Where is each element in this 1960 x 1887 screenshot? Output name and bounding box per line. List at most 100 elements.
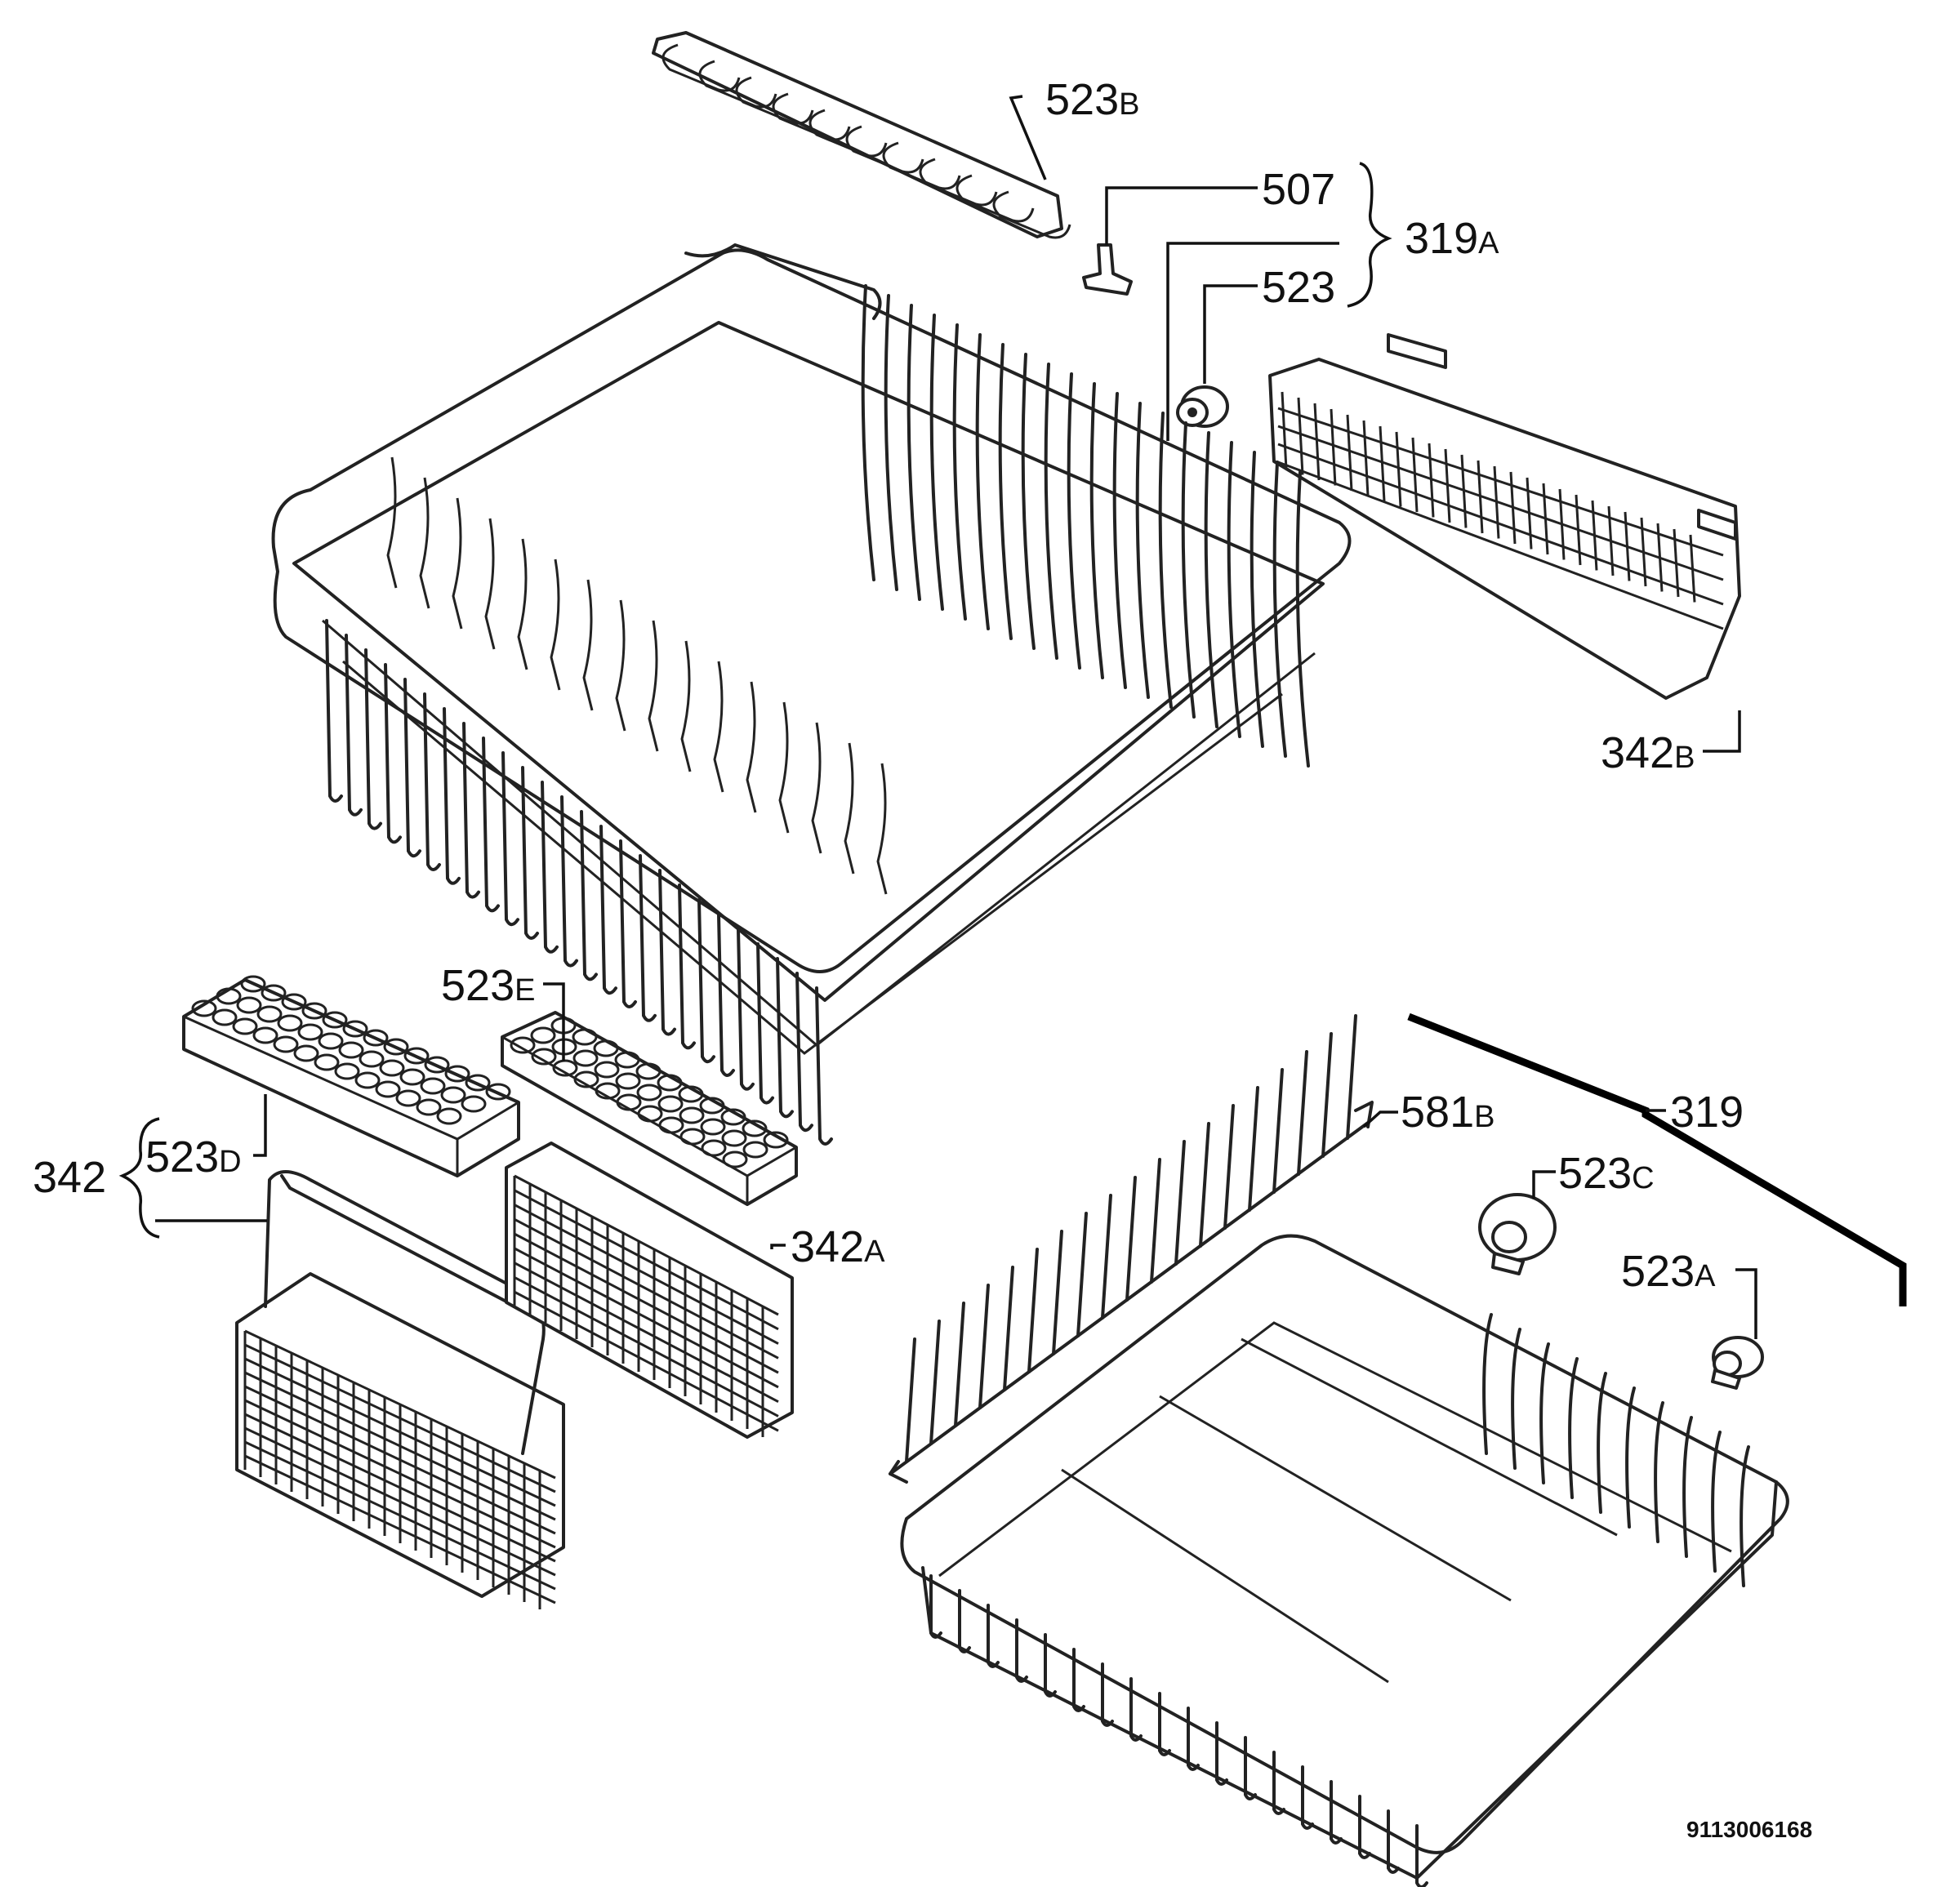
basket-wire (560, 795, 578, 968)
basket-wire (501, 751, 519, 927)
basket-bar (1330, 408, 1337, 486)
cutlery-slot (657, 1074, 683, 1092)
cutlery-slot (281, 993, 307, 1011)
plate-tine (1597, 1372, 1607, 1514)
basket-rail (244, 1426, 556, 1577)
cutlery-slot (334, 1062, 360, 1080)
plate-tine (952, 323, 967, 621)
cutlery-slot (277, 1014, 303, 1032)
basket-wire (1215, 1721, 1228, 1786)
cutlery-slot (700, 1118, 726, 1136)
cutlery-slot (322, 1011, 348, 1029)
basket-wire (1129, 1677, 1143, 1742)
basket-bar (1281, 391, 1288, 470)
plate-tine (975, 333, 990, 630)
plate-tine (1227, 441, 1241, 738)
cutlery-slot (699, 1097, 725, 1115)
basket-wire (717, 913, 735, 1077)
label-319a: 319A (1405, 214, 1499, 263)
basket-wire (658, 869, 676, 1036)
cutlery-slot (273, 1035, 299, 1053)
cutlery-slot (615, 1072, 641, 1090)
plate-tine (1021, 353, 1036, 650)
basket-wire (678, 883, 696, 1050)
fold-down-tine (1223, 1104, 1235, 1230)
basket-rail (244, 1371, 556, 1521)
cutlery-slot (297, 1023, 323, 1041)
basket-rail (514, 1262, 779, 1403)
basket-wire (599, 825, 617, 995)
plate-tine (906, 304, 921, 601)
fold-down-tine (1199, 1122, 1210, 1248)
cutlery-slot (635, 1062, 662, 1080)
label-507: 507 (1262, 165, 1335, 214)
cutlery-slot (359, 1050, 385, 1068)
cup-rack-wire (713, 661, 724, 793)
cutlery-slot (424, 1056, 450, 1074)
plate-tine (1089, 382, 1104, 679)
basket-wire (1187, 1707, 1200, 1771)
tine (956, 174, 1035, 223)
basket-rail (514, 1174, 779, 1316)
fold-down-tine (1052, 1230, 1063, 1355)
wheel-523c (1478, 1193, 1557, 1275)
cutlery-slot (256, 1005, 283, 1023)
cutlery-slot (318, 1032, 344, 1050)
basket-rail (1277, 443, 1724, 606)
cutlery-slot (572, 1049, 599, 1067)
cutlery-slot (363, 1029, 389, 1047)
tine (662, 43, 741, 92)
cutlery-slot (395, 1089, 421, 1107)
basket-wire (462, 722, 480, 899)
plate-tine (1112, 392, 1127, 689)
basket-bar (1411, 437, 1419, 513)
document-number: 9113006168 (1686, 1817, 1812, 1842)
cutlery-comb-523e (501, 1011, 798, 1206)
cup-rack-wire (876, 763, 888, 895)
cutlery-basket-342 (235, 1170, 565, 1609)
cutlery-slot (658, 1116, 684, 1134)
lower-basket (900, 1234, 1789, 1887)
label-523e: 523E (441, 961, 535, 1010)
cutlery-slot (440, 1086, 466, 1104)
fold-down-tine (1101, 1194, 1112, 1320)
basket-wire (1272, 1751, 1285, 1815)
basket-wire (1244, 1736, 1257, 1800)
cutlery-slot (354, 1071, 381, 1089)
basket-wire (541, 781, 559, 954)
cutlery-slot (420, 1077, 446, 1095)
cup-rack-wire (582, 579, 594, 711)
basket-rail (514, 1276, 779, 1417)
tine-row-581b (889, 1014, 1374, 1484)
leader-lines (118, 95, 1907, 1339)
basket-rail (244, 1329, 556, 1480)
cutlery-slot (742, 1119, 768, 1137)
tine (992, 190, 1071, 239)
tine (919, 158, 998, 207)
basket-wire (1072, 1648, 1085, 1712)
basket-wire (1158, 1692, 1171, 1756)
basket-wire (403, 678, 421, 858)
basket-wire (1044, 1633, 1057, 1698)
cutlery-slot (636, 1084, 662, 1101)
basket-wire (1387, 1809, 1400, 1874)
label-523a: 523A (1621, 1247, 1716, 1296)
cutlery-slot (338, 1041, 364, 1059)
basket-wire (521, 766, 539, 940)
pin-507 (1082, 243, 1133, 296)
basket-wire (697, 898, 715, 1064)
label-523: 523 (1262, 263, 1335, 312)
cutlery-slot (232, 1017, 258, 1035)
cutlery-slot (657, 1095, 684, 1113)
cutlery-slot (763, 1131, 789, 1149)
cutlery-slot (461, 1095, 487, 1113)
label-342b: 342B (1601, 728, 1695, 777)
tine (882, 141, 961, 190)
fold-down-tine (1125, 1176, 1137, 1302)
basket-wire (345, 634, 363, 817)
plate-tine (1250, 451, 1264, 748)
cutlery-slot (416, 1098, 442, 1116)
plate-tine (884, 294, 898, 591)
fold-down-tine (1248, 1086, 1259, 1212)
basket-rail (514, 1204, 779, 1345)
